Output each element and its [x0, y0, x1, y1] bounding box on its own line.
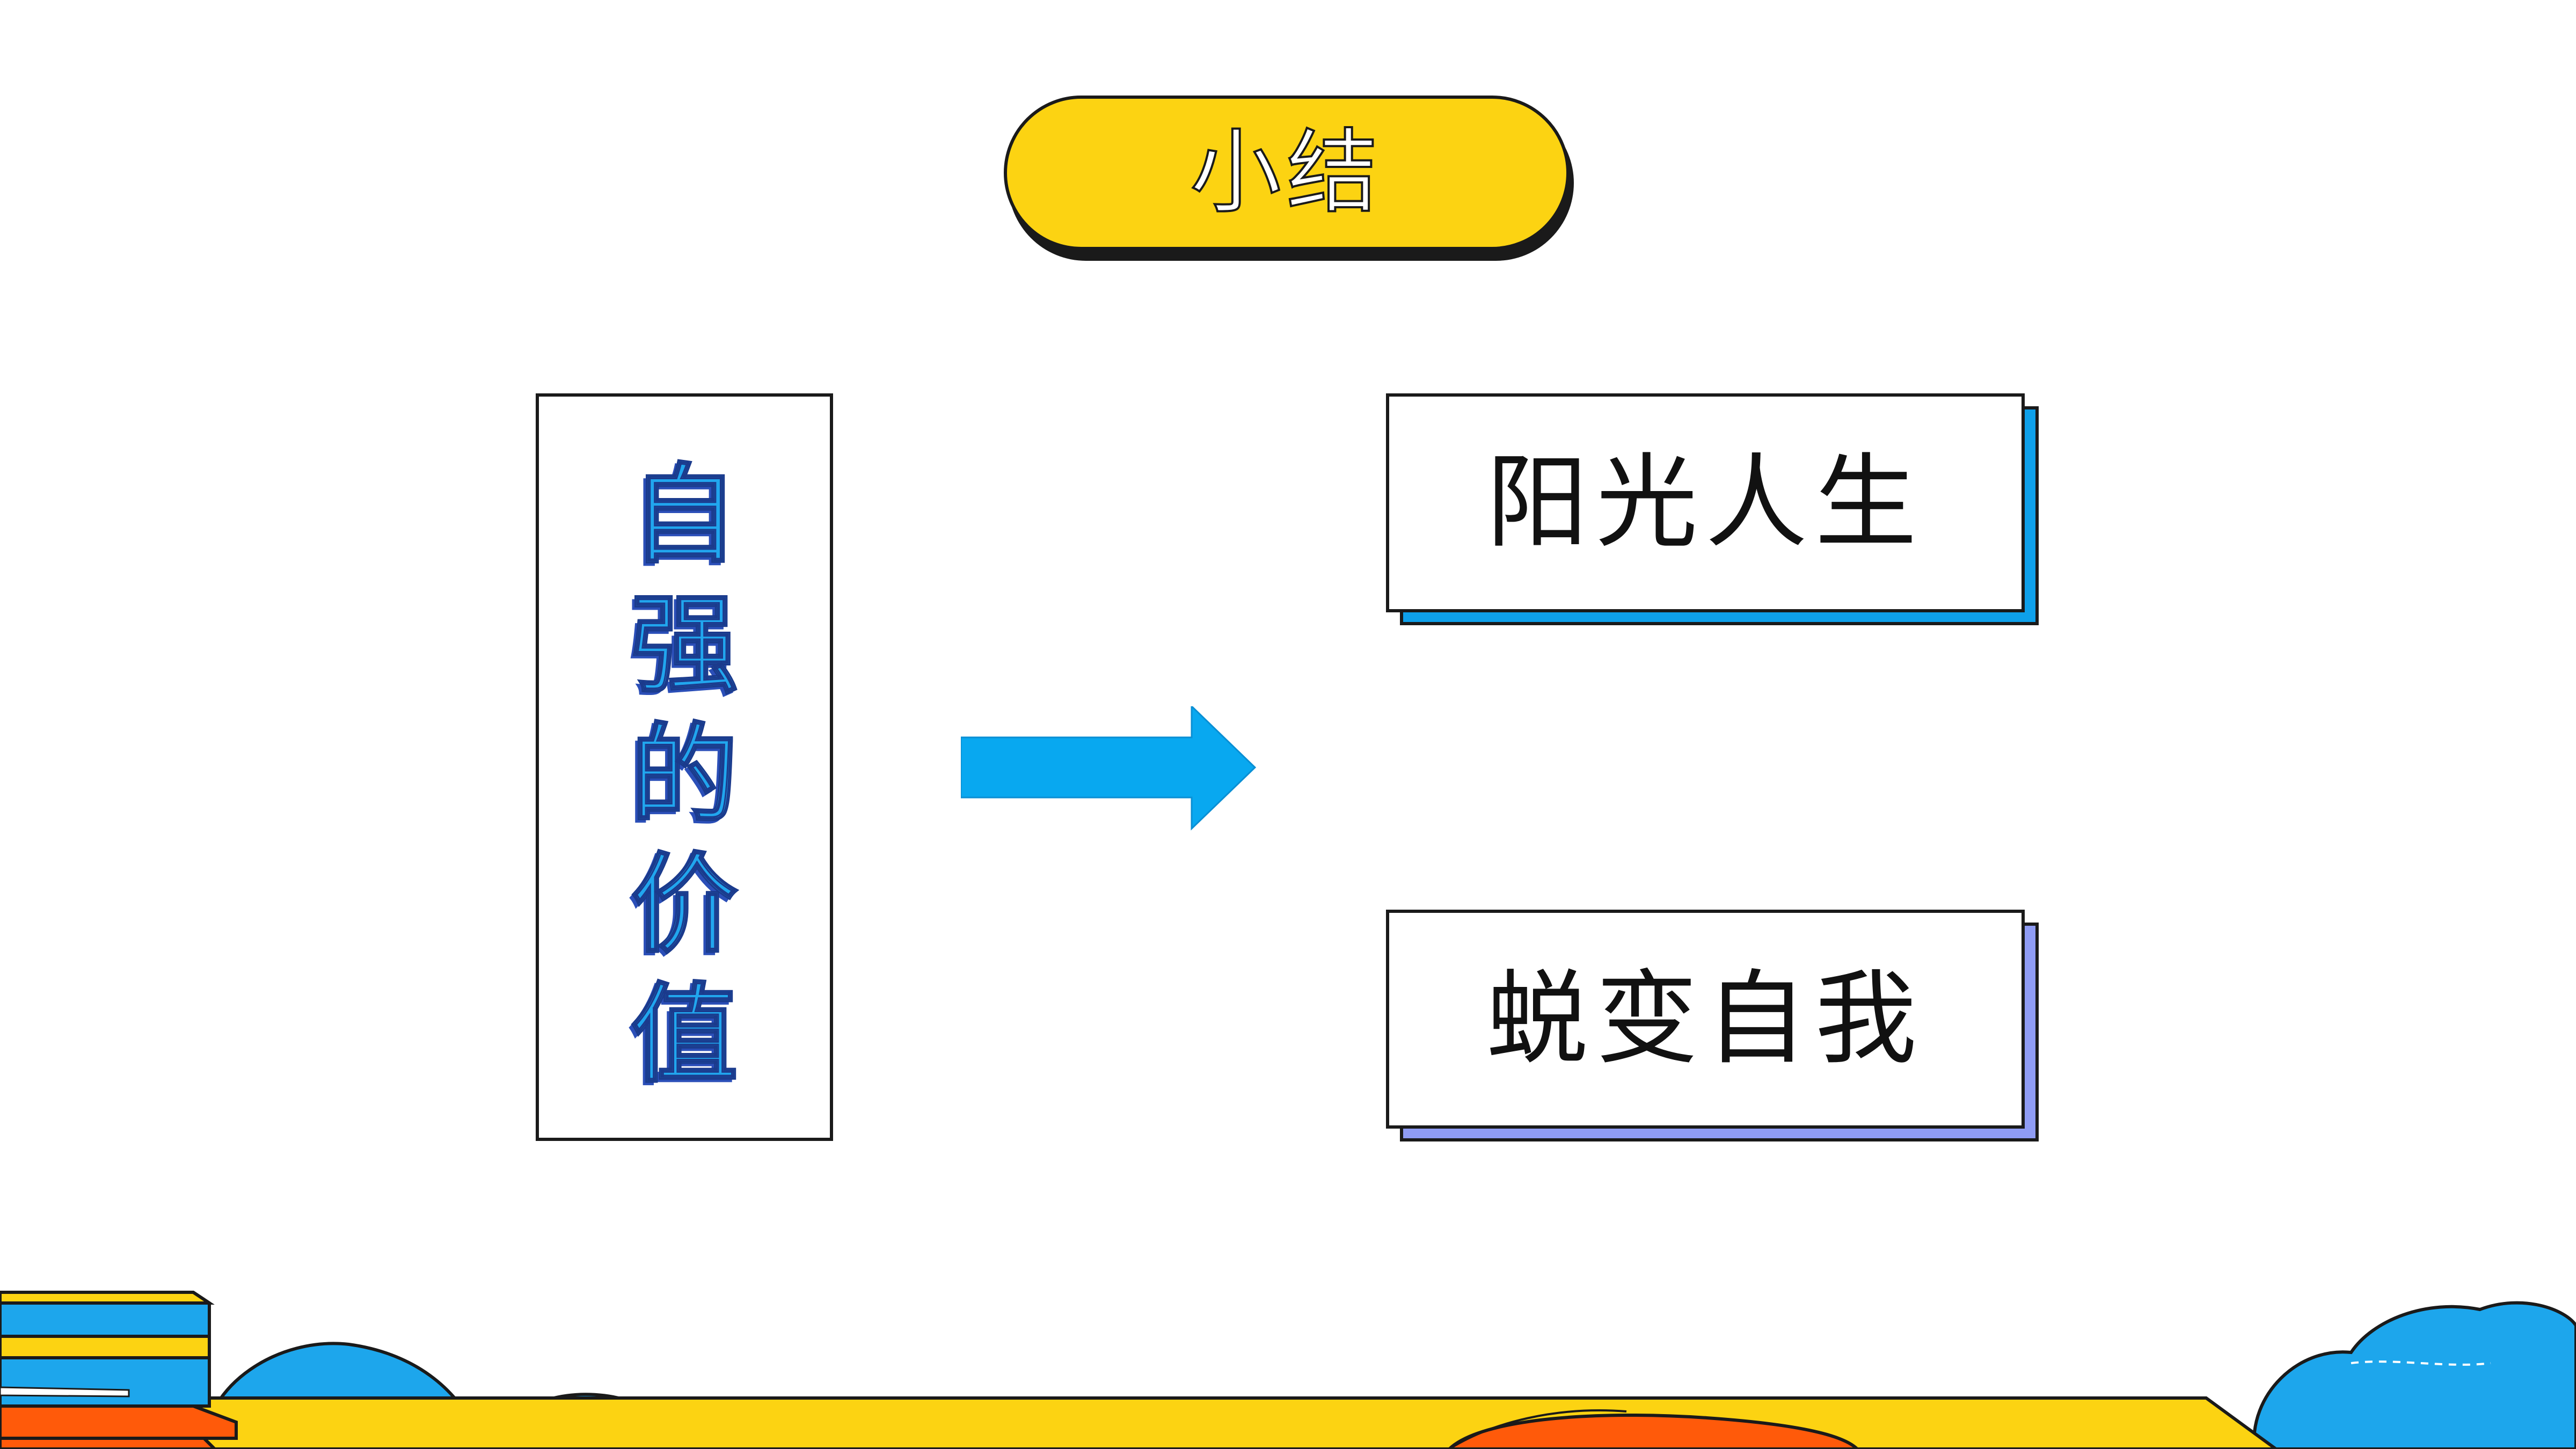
- title-pill: 小结: [1004, 96, 1570, 250]
- vertical-char: 的: [630, 711, 739, 839]
- bottom-decoration: [0, 1291, 2576, 1449]
- right-arrow-icon: [961, 706, 1257, 831]
- vertical-char: 强: [630, 581, 739, 709]
- result-box-1: 阳光人生: [1386, 393, 2025, 612]
- result-box-2: 蜕变自我: [1386, 910, 2025, 1129]
- slide-title: 小结: [1189, 120, 1383, 226]
- vertical-char: 自: [630, 451, 739, 579]
- result-label-2: 蜕变自我: [1486, 960, 1924, 1078]
- vertical-char: 值: [630, 971, 739, 1099]
- vertical-char: 价: [630, 841, 739, 969]
- source-concept-box: 自 强 的 价 值: [536, 393, 833, 1141]
- result-label-1: 阳光人生: [1486, 443, 1924, 562]
- vertical-text: 自 强 的 价 值: [539, 450, 830, 1100]
